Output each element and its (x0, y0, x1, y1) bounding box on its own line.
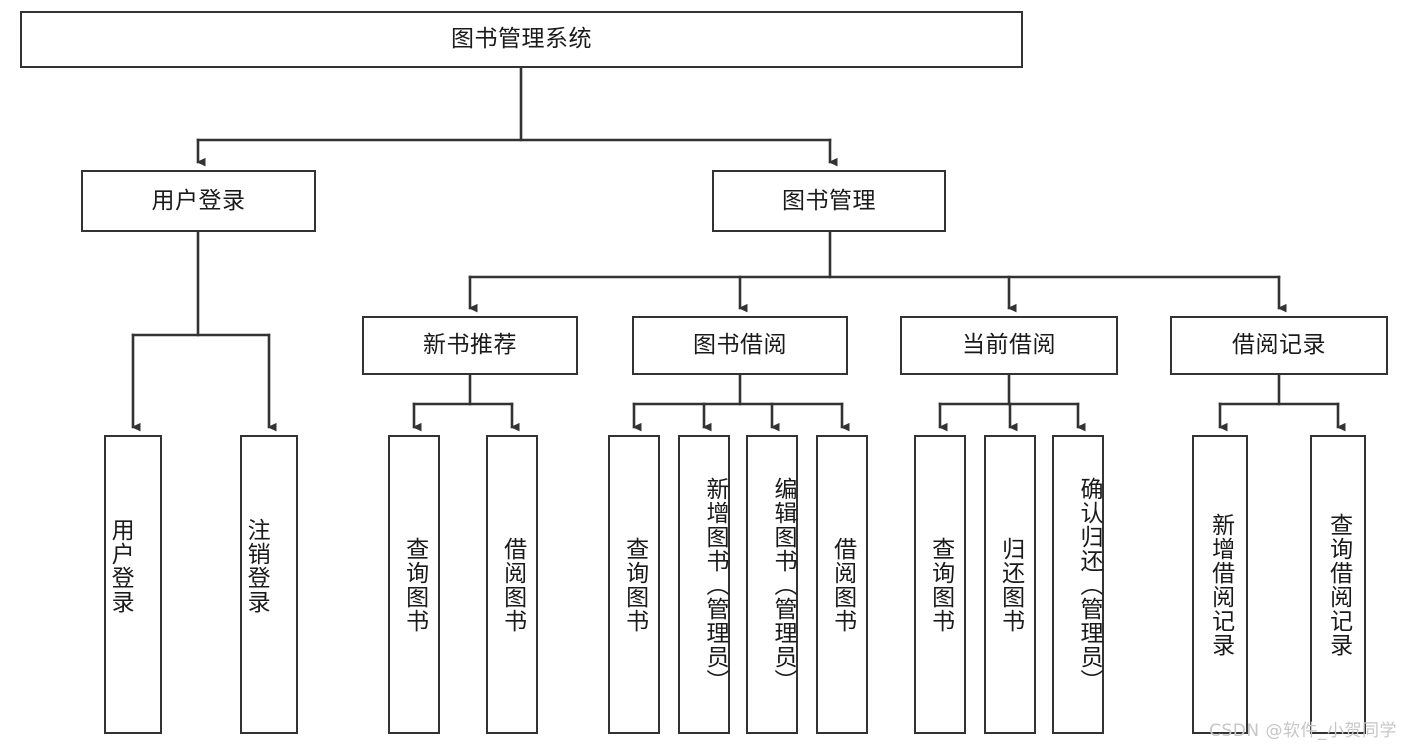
node-leaf-user-login-label: 用户登录 (107, 517, 134, 614)
node-root[interactable]: 图书管理系统 (20, 11, 1023, 68)
node-leaf-user-logout-label: 注销登录 (243, 517, 270, 614)
node-leaf-add-book[interactable]: 新增图书（管理员） (678, 435, 730, 734)
node-leaf-user-logout[interactable]: 注销登录 (240, 435, 298, 734)
node-book-manage-label: 图书管理 (782, 187, 876, 214)
node-book-manage[interactable]: 图书管理 (712, 170, 946, 232)
node-leaf-borrow-book-2-label: 借阅图书 (829, 536, 856, 633)
node-leaf-edit-book-label: 编辑图书（管理员） (770, 476, 796, 693)
node-leaf-edit-book[interactable]: 编辑图书（管理员） (746, 435, 798, 734)
node-leaf-borrow-book-1[interactable]: 借阅图书 (486, 435, 538, 734)
node-new-book-rec[interactable]: 新书推荐 (362, 316, 578, 375)
node-leaf-add-book-label: 新增图书（管理员） (702, 476, 728, 693)
node-leaf-query-book-1[interactable]: 查询图书 (388, 435, 440, 734)
node-current-borrow[interactable]: 当前借阅 (900, 316, 1118, 375)
node-leaf-query-book-2[interactable]: 查询图书 (608, 435, 660, 734)
node-leaf-borrow-book-1-label: 借阅图书 (499, 536, 526, 633)
csdn-watermark: CSDN @软件_小贺同学 (1209, 721, 1397, 741)
node-leaf-user-login[interactable]: 用户登录 (104, 435, 162, 734)
node-borrow-record-label: 借阅记录 (1232, 332, 1326, 359)
node-leaf-query-book-2-label: 查询图书 (621, 536, 648, 633)
node-book-borrow[interactable]: 图书借阅 (632, 316, 848, 375)
node-leaf-query-book-1-label: 查询图书 (401, 536, 428, 633)
node-current-borrow-label: 当前借阅 (962, 332, 1056, 359)
node-borrow-record[interactable]: 借阅记录 (1170, 316, 1388, 375)
node-leaf-query-record[interactable]: 查询借阅记录 (1310, 435, 1366, 734)
node-leaf-confirm-return-label: 确认归还（管理员） (1076, 476, 1102, 693)
node-user-login-label: 用户登录 (151, 187, 246, 214)
node-root-label: 图书管理系统 (451, 26, 592, 53)
node-new-book-rec-label: 新书推荐 (423, 332, 517, 359)
node-user-login[interactable]: 用户登录 (81, 170, 316, 232)
node-leaf-return-book-label: 归还图书 (997, 536, 1024, 633)
node-book-borrow-label: 图书借阅 (693, 332, 787, 359)
node-leaf-add-record[interactable]: 新增借阅记录 (1192, 435, 1248, 734)
node-leaf-add-record-label: 新增借阅记录 (1207, 512, 1234, 657)
node-leaf-borrow-book-2[interactable]: 借阅图书 (816, 435, 868, 734)
node-leaf-return-book[interactable]: 归还图书 (984, 435, 1036, 734)
node-leaf-query-record-label: 查询借阅记录 (1325, 512, 1352, 657)
node-leaf-query-book-3[interactable]: 查询图书 (914, 435, 966, 734)
node-leaf-confirm-return[interactable]: 确认归还（管理员） (1052, 435, 1104, 734)
node-leaf-query-book-3-label: 查询图书 (927, 536, 954, 633)
